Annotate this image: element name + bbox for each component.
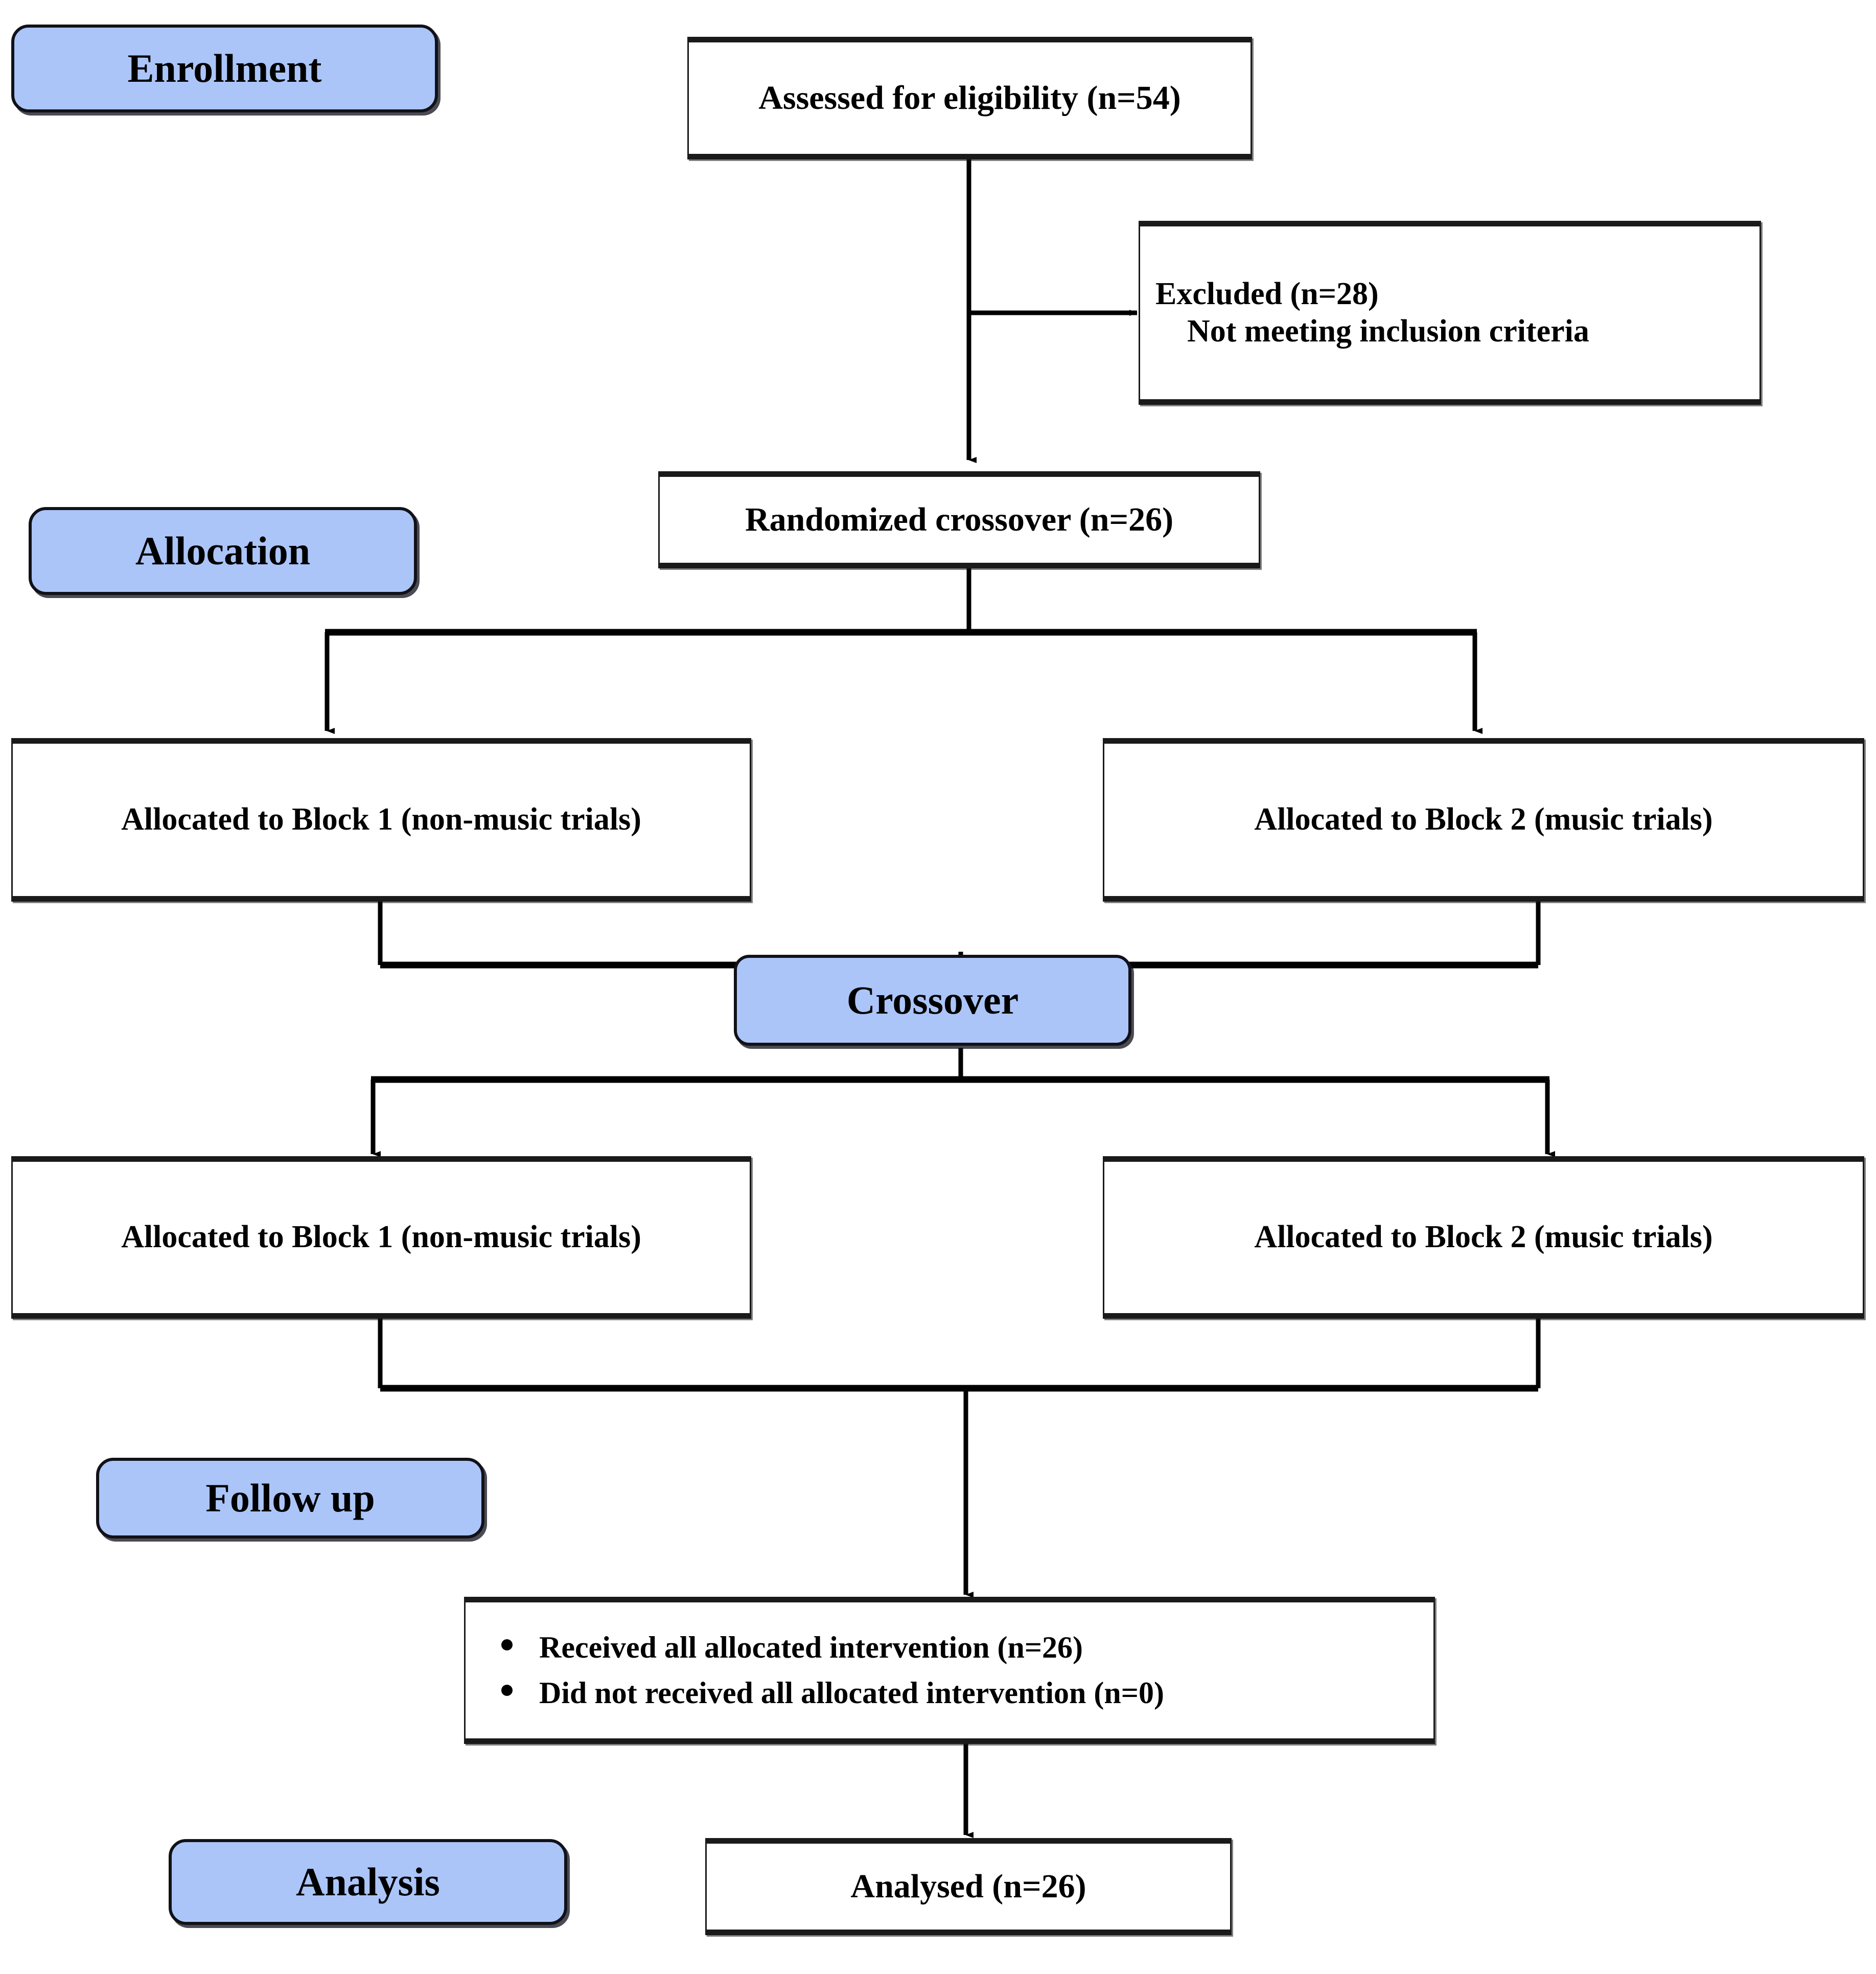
stage-label-enrollment: Enrollment [11, 25, 438, 112]
assessed-for-eligibility-text: Assessed for eligibility (n=54) [758, 79, 1181, 117]
box-randomized-crossover: Randomized crossover (n=26) [658, 471, 1260, 568]
box-analysed: Analysed (n=26) [705, 1838, 1232, 1935]
follow-up-item-not-received: Did not received all allocated intervent… [539, 1676, 1164, 1710]
box-allocated-block1-second: Allocated to Block 1 (non-music trials) [11, 1156, 751, 1319]
stage-label-allocation-text: Allocation [135, 528, 311, 573]
bullet-icon [501, 1685, 513, 1696]
box-allocated-block2-second: Allocated to Block 2 (music trials) [1103, 1156, 1864, 1319]
box-follow-up-outcomes: Received all allocated intervention (n=2… [464, 1597, 1435, 1744]
stage-label-allocation: Allocation [29, 507, 417, 595]
follow-up-item-received: Received all allocated intervention (n=2… [539, 1631, 1083, 1665]
excluded-title-text: Excluded (n=28) [1155, 276, 1379, 311]
box-allocated-block2-first: Allocated to Block 2 (music trials) [1103, 738, 1864, 902]
stage-label-analysis-text: Analysis [296, 1859, 440, 1904]
allocated-block1-second-text: Allocated to Block 1 (non-music trials) [121, 1220, 641, 1255]
stage-label-crossover: Crossover [734, 955, 1131, 1046]
stage-label-analysis: Analysis [169, 1839, 567, 1925]
stage-label-crossover-text: Crossover [846, 977, 1019, 1022]
box-excluded: Excluded (n=28) Not meeting inclusion cr… [1139, 221, 1761, 405]
allocated-block2-first-text: Allocated to Block 2 (music trials) [1254, 802, 1713, 837]
stage-label-enrollment-text: Enrollment [127, 45, 322, 90]
follow-up-outcome-list: Received all allocated intervention (n=2… [466, 1620, 1433, 1720]
allocated-block2-second-text: Allocated to Block 2 (music trials) [1254, 1220, 1713, 1255]
bullet-icon [501, 1639, 513, 1651]
box-assessed-for-eligibility: Assessed for eligibility (n=54) [687, 37, 1252, 159]
allocated-block1-first-text: Allocated to Block 1 (non-music trials) [121, 802, 641, 837]
list-item: Received all allocated intervention (n=2… [501, 1629, 1433, 1666]
stage-label-follow-up-text: Follow up [205, 1475, 375, 1520]
excluded-reason-text: Not meeting inclusion criteria [1187, 314, 1589, 349]
stage-label-follow-up: Follow up [96, 1458, 484, 1539]
list-item: Did not received all allocated intervent… [501, 1675, 1433, 1711]
analysed-text: Analysed (n=26) [850, 1868, 1086, 1906]
box-allocated-block1-first: Allocated to Block 1 (non-music trials) [11, 738, 751, 902]
randomized-crossover-text: Randomized crossover (n=26) [745, 501, 1174, 539]
